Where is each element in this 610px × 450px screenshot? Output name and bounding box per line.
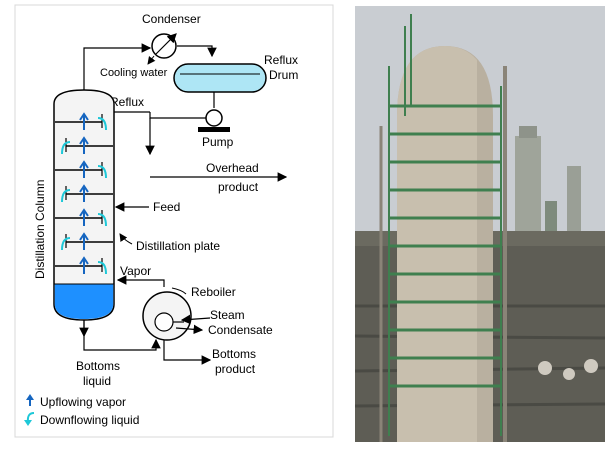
reflux-drum-label-2: Drum xyxy=(269,68,298,82)
upflow-arrow xyxy=(79,184,89,202)
reboiler-label: Reboiler xyxy=(191,285,236,299)
upflow-arrow xyxy=(79,136,89,154)
downflow-arrow xyxy=(97,165,107,179)
upflow-arrow xyxy=(79,256,89,274)
reboiler-pointer xyxy=(171,287,187,295)
reboiler xyxy=(142,291,192,341)
downflowing-legend-arrowhead xyxy=(24,420,32,426)
photo-svg xyxy=(354,6,606,442)
upflow-arrow xyxy=(79,208,89,226)
condensate-out-line xyxy=(175,324,204,335)
downflow-arrow xyxy=(97,117,107,131)
downflow-arrow xyxy=(61,141,71,155)
upflow-arrow xyxy=(79,160,89,178)
legend: Upflowing vapor Downflowing liquid xyxy=(24,394,139,427)
downflow-arrow xyxy=(97,261,107,275)
refinery-photo xyxy=(354,6,606,442)
overhead-label-1: Overhead xyxy=(206,161,259,175)
scaffolding xyxy=(388,14,502,436)
upflow-arrow xyxy=(79,232,89,250)
reflux-drum-label-1: Reflux xyxy=(264,53,298,67)
plate-pointer xyxy=(119,233,133,245)
platforms xyxy=(389,104,501,388)
condensate-label: Condensate xyxy=(208,323,273,337)
legend-upflowing: Upflowing vapor xyxy=(40,395,126,409)
overhead-label-2: product xyxy=(218,180,259,194)
condensate-line xyxy=(177,45,217,58)
cooling-water-label: Cooling water xyxy=(100,67,168,79)
bottoms-product-line xyxy=(163,340,212,365)
pump-label: Pump xyxy=(202,135,234,149)
bottoms-product-label-2: product xyxy=(215,362,256,376)
downflow-arrow xyxy=(61,237,71,251)
bottoms-liquid-label-1: Bottoms xyxy=(76,359,120,373)
vapor-label: Vapor xyxy=(120,264,151,278)
main-column xyxy=(397,46,493,442)
distillation-diagram: Condenser Cooling water Reflux Drum Pump… xyxy=(14,4,334,440)
reflux-label: Reflux xyxy=(110,95,144,109)
bottoms-product-label-1: Bottoms xyxy=(212,347,256,361)
legend-downflowing: Downflowing liquid xyxy=(40,413,139,427)
reflux-drum xyxy=(173,63,267,93)
diagram-svg: Condenser Cooling water Reflux Drum Pump… xyxy=(14,4,334,438)
steam-line xyxy=(180,314,211,325)
steam-label: Steam xyxy=(210,308,245,322)
plate-label: Distillation plate xyxy=(136,239,220,253)
distillation-plates xyxy=(55,112,113,275)
downflow-arrow xyxy=(61,189,71,203)
condenser-label: Condenser xyxy=(142,12,201,26)
column-label: Distillation Column xyxy=(33,180,47,279)
feed-label: Feed xyxy=(153,200,180,214)
upflowing-legend-icon xyxy=(26,394,34,406)
upflow-arrow xyxy=(79,112,89,130)
vapor-return-line xyxy=(116,275,165,287)
cooling-water-arrow xyxy=(147,55,156,65)
condenser xyxy=(151,33,177,59)
downflow-arrow xyxy=(97,213,107,227)
overhead-vapor-line xyxy=(83,43,152,90)
bottoms-liquid-label-2: liquid xyxy=(83,374,111,388)
